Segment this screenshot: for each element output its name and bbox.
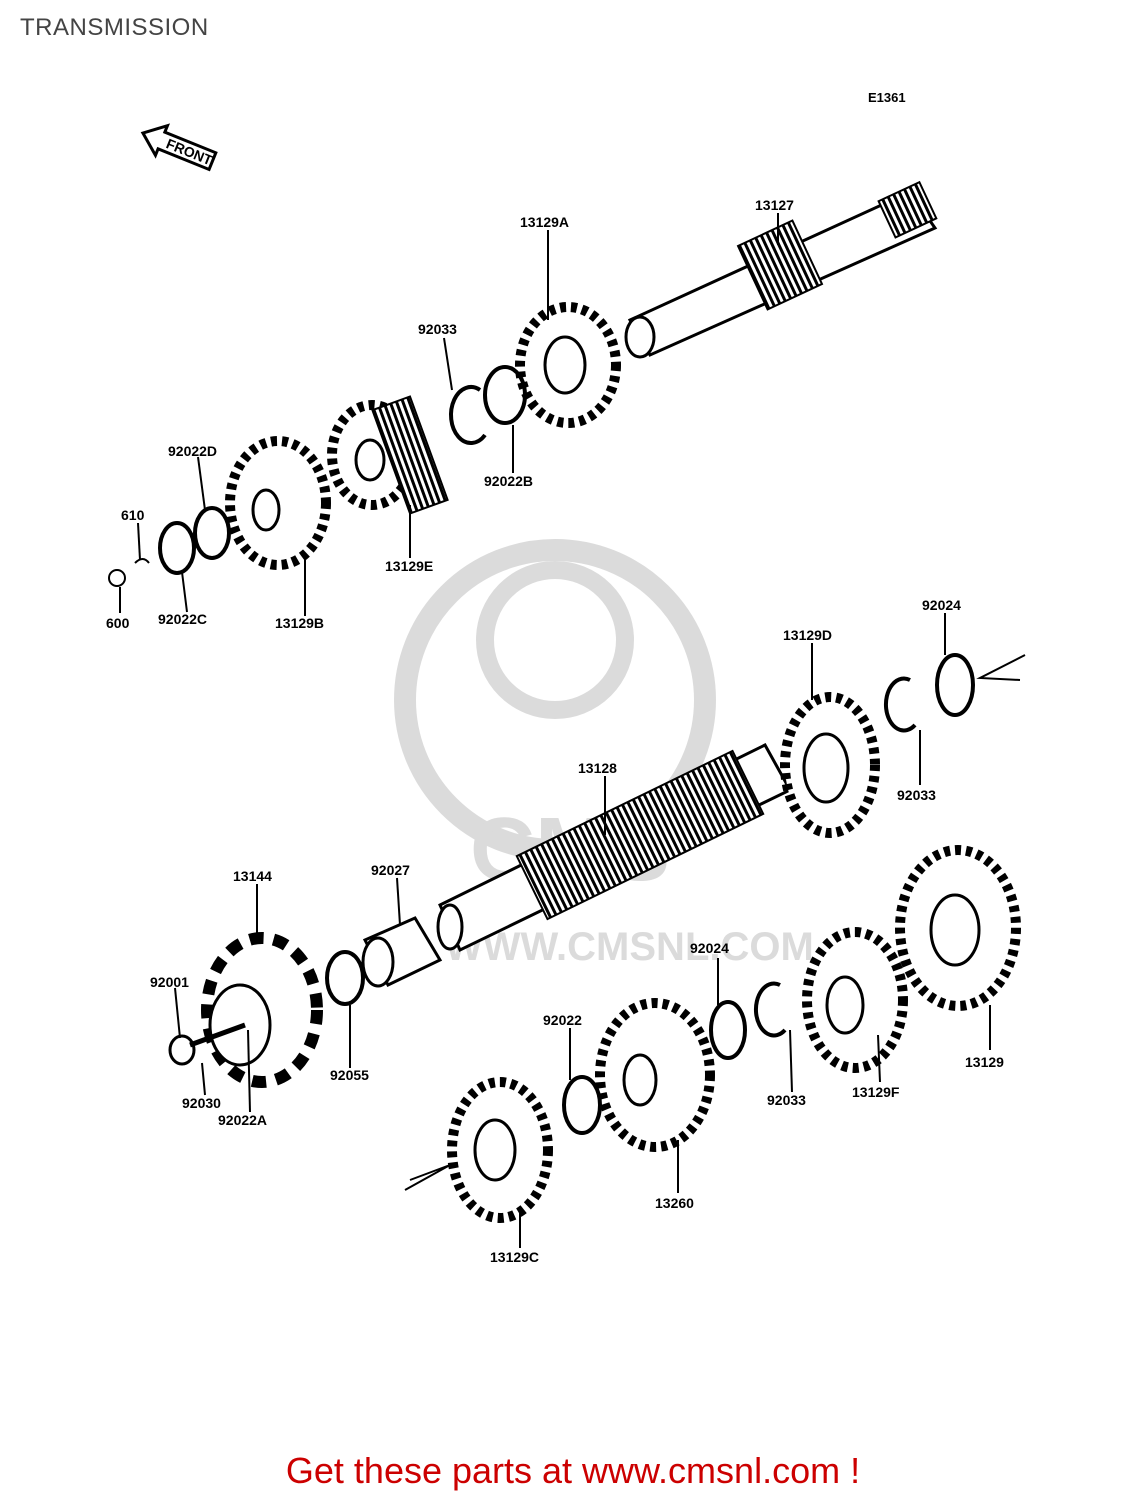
watermark-url: WWW.CMSNL.COM [445, 925, 814, 969]
washer-92022 [562, 1075, 602, 1135]
gear-13129c [447, 1077, 553, 1223]
label-92033-lower: 92033 [767, 1092, 806, 1108]
label-13129: 13129 [965, 1054, 1004, 1070]
oring-92055 [325, 950, 365, 1006]
label-92022c: 92022C [158, 611, 207, 627]
label-92055: 92055 [330, 1067, 369, 1083]
label-92022b: 92022B [484, 473, 533, 489]
label-92022: 92022 [543, 1012, 582, 1028]
washer-92024-right [935, 653, 975, 717]
label-92022a: 92022A [218, 1112, 267, 1128]
label-92033-upper: 92033 [418, 321, 457, 337]
exploded-diagram: CMS WWW.CMSNL.COM E1361 FRONT [106, 90, 1026, 1265]
input-shaft-13127 [624, 180, 938, 359]
washer-92022d [193, 506, 231, 560]
label-92030: 92030 [182, 1095, 221, 1111]
gear-13129b [225, 436, 331, 570]
ball-600 [108, 569, 126, 587]
circlip-92033-upper [449, 385, 487, 445]
label-13128: 13128 [578, 760, 617, 776]
label-13129a: 13129A [520, 214, 569, 230]
leader-lines [119, 213, 991, 1248]
bolt-92001 [168, 1022, 246, 1066]
label-92027: 92027 [371, 862, 410, 878]
bushing-92027 [361, 916, 443, 988]
output-shaft-13128 [436, 743, 793, 953]
label-13260: 13260 [655, 1195, 694, 1211]
washer-92024-lower [709, 1000, 747, 1060]
pointer-left [404, 1164, 451, 1191]
label-13129b: 13129B [275, 615, 324, 631]
front-arrow-icon: FRONT [140, 123, 218, 172]
circlip-92033-lower [753, 981, 787, 1038]
gear-13129e [327, 395, 449, 515]
gear-13129 [895, 845, 1021, 1011]
gear-13129a [515, 302, 621, 428]
label-13144: 13144 [233, 868, 272, 884]
clip-610 [134, 558, 150, 564]
label-13127: 13127 [755, 197, 794, 213]
cta-link[interactable]: Get these parts at www.cmsnl.com ! [285, 1450, 861, 1491]
gear-13129d [780, 692, 880, 838]
pointer-right [976, 654, 1026, 681]
label-600: 600 [106, 615, 130, 631]
diagram-code: E1361 [868, 90, 906, 105]
label-92024-right: 92024 [922, 597, 961, 613]
page-title: TRANSMISSION [20, 14, 209, 41]
label-92024-lower: 92024 [690, 940, 729, 956]
label-13129d: 13129D [783, 627, 832, 643]
circlip-92033-right [883, 676, 917, 733]
gear-13260 [595, 998, 715, 1152]
label-92033-right: 92033 [897, 787, 936, 803]
washer-92022b [483, 365, 527, 425]
front-label: FRONT [164, 135, 215, 168]
label-92001: 92001 [150, 974, 189, 990]
gear-13129f [802, 927, 908, 1073]
label-13129c: 13129C [490, 1249, 539, 1265]
label-610: 610 [121, 507, 145, 523]
washer-92022c [158, 521, 196, 575]
sprocket-13144 [201, 932, 323, 1088]
label-13129e: 13129E [385, 558, 433, 574]
label-13129f: 13129F [852, 1084, 900, 1100]
label-92022d: 92022D [168, 443, 217, 459]
